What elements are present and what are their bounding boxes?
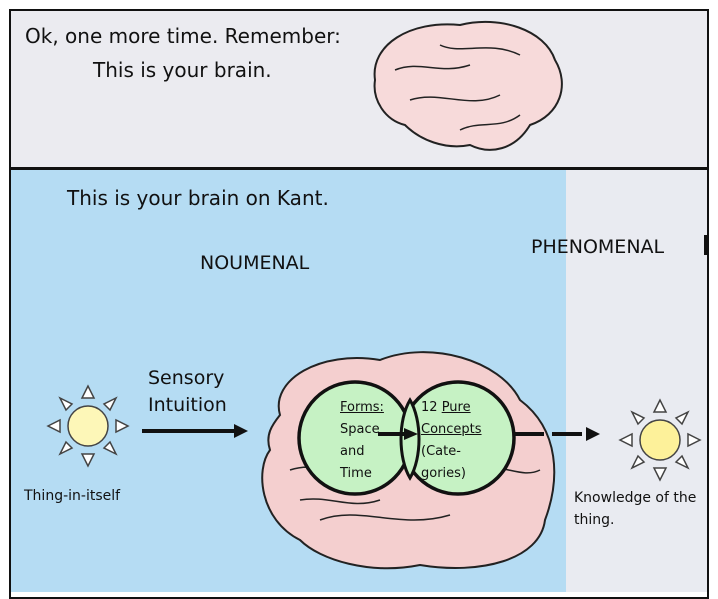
phenomenal-region (566, 170, 707, 592)
noumenal-label: NOUMENAL (200, 252, 310, 274)
arrows (142, 424, 600, 441)
thing-in-itself-label: Thing-in-itself (24, 488, 121, 504)
panel1-line1: Ok, one more time. Remember: (25, 24, 341, 48)
forms-line-2: and (340, 444, 365, 459)
concepts-line-3: gories) (421, 466, 467, 481)
forms-title: Forms: (340, 400, 384, 415)
panel1-line2: This is your brain. (93, 58, 272, 82)
forms-text: Forms: Space and Time (340, 397, 384, 485)
sun-left-icon (46, 384, 130, 468)
concepts-line-1: Concepts (421, 422, 482, 437)
forms-line-3: Time (340, 466, 372, 481)
knowledge-label-1: Knowledge of the (574, 490, 697, 506)
phenomenal-label: PHENOMENAL (531, 236, 665, 258)
concepts-number: 12 (421, 400, 438, 415)
sun-right-icon (618, 398, 702, 482)
intuition-label: Intuition (148, 394, 227, 416)
category-circles (297, 380, 516, 496)
concepts-text: 12 Pure Concepts (Cate- gories) (421, 397, 482, 485)
sensory-label: Sensory (148, 367, 225, 389)
panel2-title: This is your brain on Kant. (67, 186, 329, 210)
top-panel (11, 11, 707, 168)
brain-icon (373, 20, 563, 151)
panel-divider (9, 167, 709, 170)
forms-line-1: Space (340, 422, 380, 437)
edge-mark (704, 235, 707, 255)
concepts-title: Pure (441, 400, 471, 415)
concepts-line-2: (Cate- (421, 444, 461, 459)
knowledge-label-2: thing. (574, 512, 615, 528)
